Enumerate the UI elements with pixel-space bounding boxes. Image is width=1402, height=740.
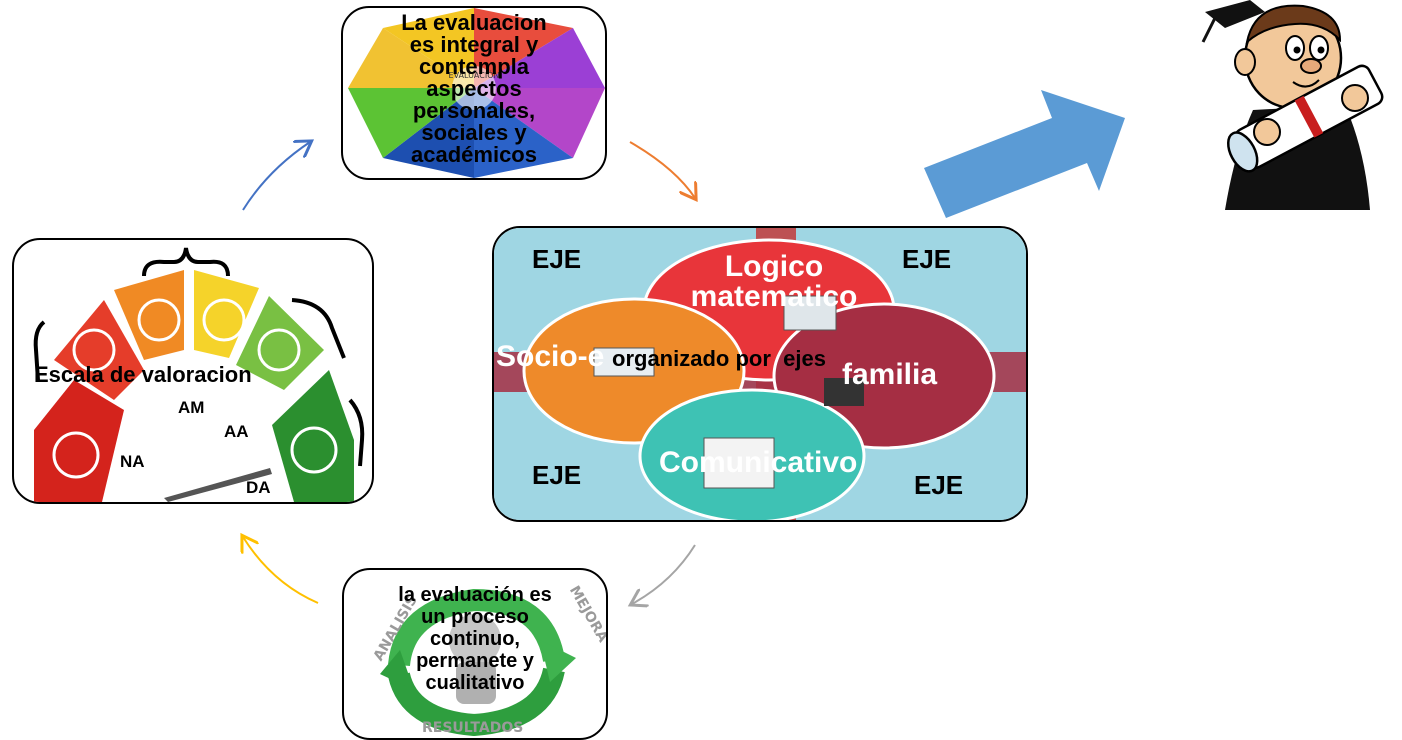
node-bottom-text: la evaluación es un proceso continuo, pe… <box>398 584 552 694</box>
eje-label-top-right: EJE <box>902 244 952 274</box>
circle-label-socio: Socio-e <box>496 340 605 373</box>
wheel-caption: EVALUACIÓN <box>449 69 500 80</box>
evaluation-wheel-icon: EVALUACIÓN <box>348 8 605 178</box>
ring-word-resultados: RESULTADOS <box>422 720 523 736</box>
graduate-with-diploma-icon <box>1201 0 1384 210</box>
connector-left-to-top <box>242 142 310 211</box>
circle-label-familia: familia <box>842 358 938 391</box>
recycle-cycle-icon: ANALISIS MEJORA RESULTADOS <box>371 583 606 737</box>
node-organizado-por-ejes: Logico matematico Socio-e familia Comuni… <box>492 226 1028 522</box>
connector-top-to-center <box>629 141 695 198</box>
scale-label-da: DA <box>246 478 271 497</box>
node-left-text: Escala de valoracion <box>34 362 252 387</box>
node-top-text: La evaluacion es integral y contempla as… <box>401 10 547 167</box>
circle-label-comunicativo: Comunicativo <box>659 446 858 479</box>
node-evaluacion-integral: EVALUACIÓN La evaluacion es integral y c… <box>341 6 607 180</box>
scale-label-am: AM <box>178 398 205 417</box>
big-arrow-icon <box>924 90 1125 218</box>
node-proceso-continuo: ANALISIS MEJORA RESULTADOS la evaluación… <box>342 568 608 740</box>
node-escala-de-valoracion: NA AM AA DA Escala de valoracion <box>12 238 374 504</box>
eje-label-top-left: EJE <box>532 244 582 274</box>
scale-label-aa: AA <box>224 422 249 441</box>
circle-label-logico: Logico matematico <box>690 250 858 313</box>
rating-scale-gauge <box>33 247 365 502</box>
scale-label-na: NA <box>120 452 145 471</box>
node-center-text: organizado por ejes <box>612 346 826 371</box>
connector-bottom-to-left <box>243 537 319 604</box>
eje-label-bottom-right: EJE <box>914 470 964 500</box>
eje-label-bottom-left: EJE <box>532 460 582 490</box>
ejes-venn-diagram <box>494 228 1026 520</box>
connector-center-to-bottom <box>632 544 696 604</box>
